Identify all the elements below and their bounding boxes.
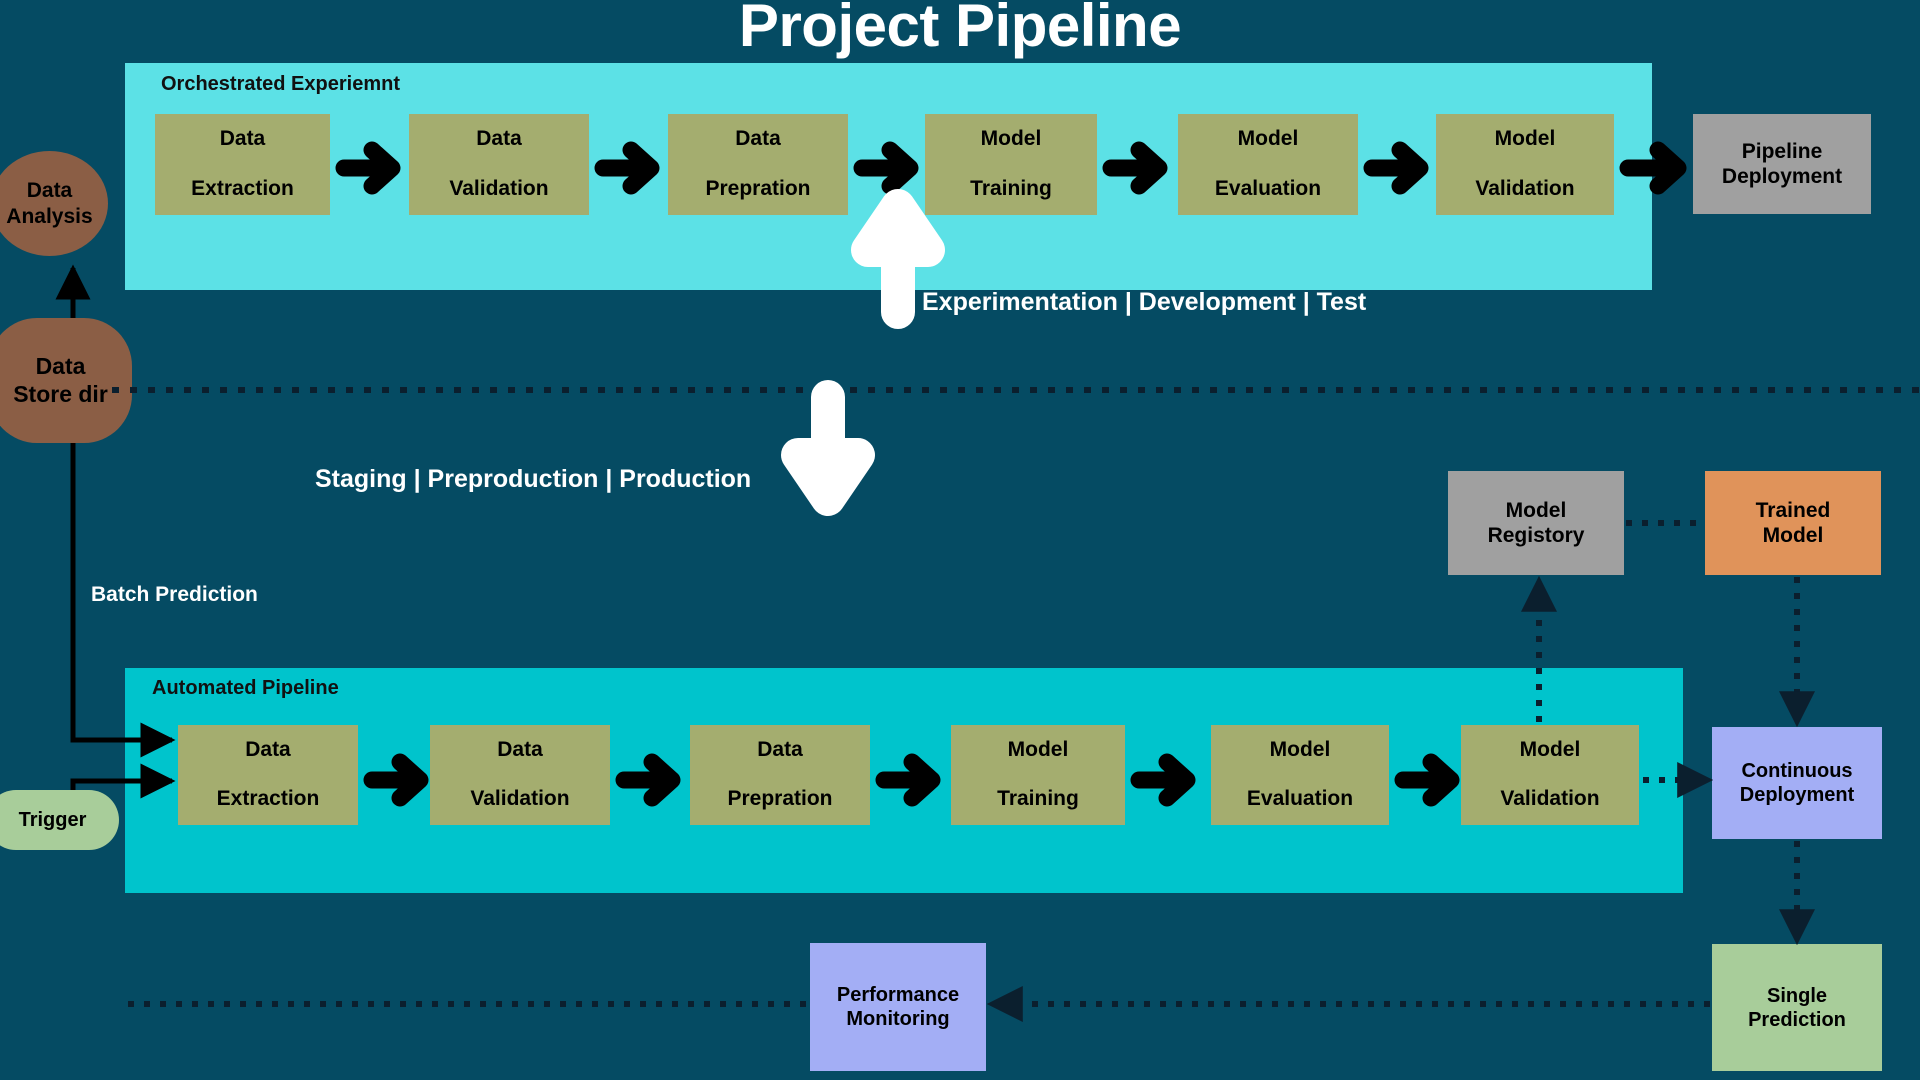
model-registry-line2: Registory [1487,524,1585,547]
staging-section-label: Staging | Preproduction | Production [315,465,752,493]
pipeline-deployment-line2: Deployment [1721,165,1843,188]
automated-stage-data-validation[interactable]: Data Validation [430,725,610,825]
page-title: Project Pipeline [738,0,1182,59]
pipeline-deployment-node[interactable]: Pipeline Deployment [1693,114,1871,214]
data-store-dir-node[interactable]: Data Store dir [0,318,132,443]
data-store-line1: Data [35,352,86,379]
trained-model-line2: Model [1762,524,1824,547]
automated-panel-title: Automated Pipeline [152,677,339,699]
orchestrated-stage-data-validation[interactable]: Data Validation [409,114,589,215]
stage-label-line2: Extraction [216,787,320,811]
trained-model-node[interactable]: Trained Model [1705,471,1881,575]
orchestrated-stage-model-validation[interactable]: Model Validation [1436,114,1614,215]
data-store-line2: Store dir [13,380,108,407]
stage-label-line1: Model [1494,127,1556,151]
stage-label-line1: Data [497,737,543,761]
stage-label-line1: Data [219,127,266,151]
continuous-deployment-line2: Deployment [1739,784,1855,806]
orchestrated-stage-model-evaluation[interactable]: Model Evaluation [1178,114,1358,215]
demote-down-arrow [781,380,875,516]
orchestrated-stage-data-prepration[interactable]: Data Prepration [668,114,848,215]
trained-model-line1: Trained [1755,498,1831,522]
experimentation-section-label: Experimentation | Development | Test [922,288,1367,316]
single-prediction-line2: Prediction [1748,1008,1846,1031]
performance-monitoring-line1: Performance [836,984,960,1006]
stage-label-line1: Data [245,737,291,761]
automated-stage-data-extraction[interactable]: Data Extraction [178,725,358,825]
orchestrated-experiment-panel: Orchestrated Experiemnt [125,63,1652,290]
model-registry-line1: Model [1505,498,1567,522]
automated-stage-model-training[interactable]: Model Training [951,725,1125,825]
batch-prediction-label: Batch Prediction [91,583,258,606]
model-registry-node[interactable]: Model Registory [1448,471,1624,575]
orchestrated-stage-model-training[interactable]: Model Training [925,114,1097,215]
orchestrated-panel-title: Orchestrated Experiemnt [161,73,400,95]
stage-label-line2: Prepration [727,787,833,811]
continuous-deployment-line1: Continuous [1741,760,1853,782]
stage-label-line2: Validation [1500,787,1600,811]
stage-label-line1: Model [1519,737,1581,761]
stage-label-line2: Evaluation [1246,787,1354,811]
stage-label-line1: Model [1007,737,1069,761]
stage-label-line2: Validation [1475,176,1575,200]
stage-label-line2: Prepration [705,176,811,200]
trigger-label: Trigger [18,809,87,831]
trigger-node[interactable]: Trigger [0,790,119,850]
orchestrated-stage-data-extraction[interactable]: Data Extraction [155,114,330,215]
stage-label-line1: Model [1237,127,1299,151]
single-prediction-node[interactable]: Single Prediction [1712,944,1882,1071]
stage-label-line2: Validation [470,787,570,811]
data-analysis-node[interactable]: Data Analysis [0,151,108,256]
stage-label-line2: Training [997,787,1079,811]
stage-label-line2: Validation [449,176,549,200]
data-analysis-line2: Analysis [6,204,93,228]
stage-label-line1: Model [980,127,1042,151]
stage-label-line2: Extraction [191,176,294,200]
stage-label-line1: Data [757,737,803,761]
pipeline-deployment-line1: Pipeline [1741,139,1823,163]
performance-monitoring-node[interactable]: Performance Monitoring [810,943,986,1071]
automated-stage-model-evaluation[interactable]: Model Evaluation [1211,725,1389,825]
automated-pipeline-panel: Automated Pipeline [125,668,1683,893]
data-analysis-line1: Data [26,179,73,203]
stage-label-line2: Evaluation [1214,176,1322,200]
continuous-deployment-node[interactable]: Continuous Deployment [1712,727,1882,839]
stage-label-line1: Data [735,127,781,151]
performance-monitoring-line2: Monitoring [846,1008,950,1030]
stage-label-line2: Training [970,176,1052,200]
stage-label-line1: Model [1269,737,1331,761]
automated-stage-data-prepration[interactable]: Data Prepration [690,725,870,825]
single-prediction-line1: Single [1766,984,1827,1007]
stage-label-line1: Data [476,127,522,151]
automated-stage-model-validation[interactable]: Model Validation [1461,725,1639,825]
